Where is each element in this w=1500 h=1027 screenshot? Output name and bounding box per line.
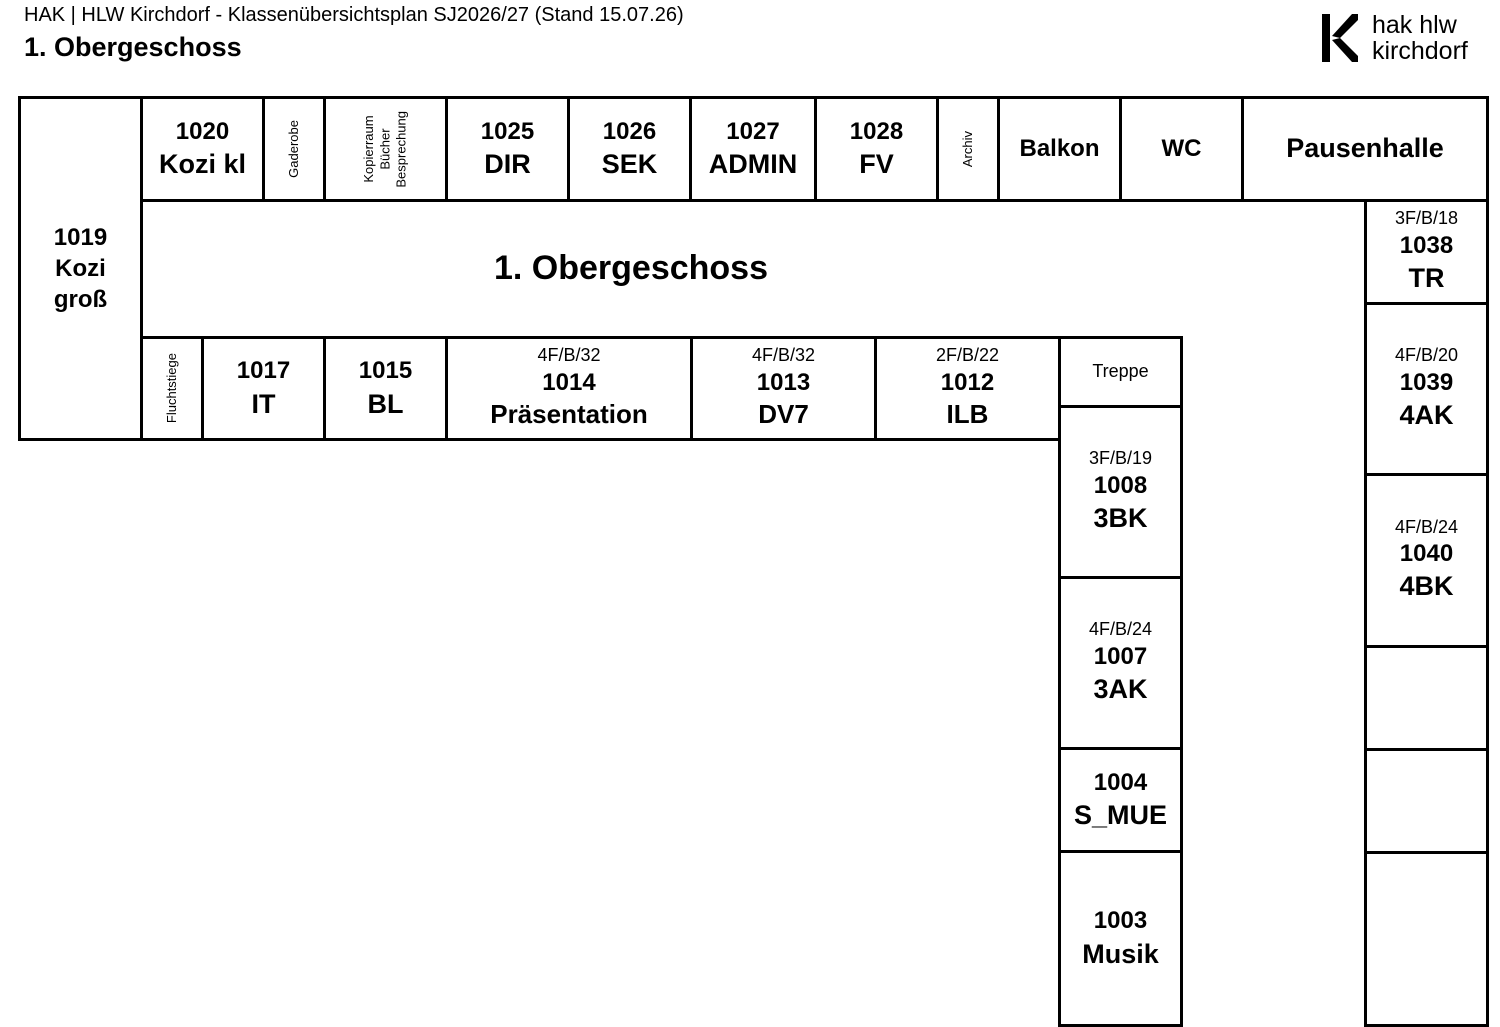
room-1008: 3F/B/19 1008 3BK	[1058, 405, 1183, 579]
room-1004: 1004 S_MUE	[1058, 747, 1183, 853]
room-name: DIR	[484, 149, 531, 180]
logo-line2: kirchdorf	[1372, 37, 1468, 65]
room-name: Kozi kl	[158, 149, 246, 180]
room-1040: 4F/B/24 1040 4BK	[1364, 473, 1489, 648]
room-1013: 4F/B/32 1013 DV7	[690, 336, 877, 441]
room-name: IT	[251, 388, 276, 419]
room-1019: 1019 Kozi groß	[18, 96, 143, 441]
room-name: ILB	[946, 398, 989, 429]
room-capacity: 3F/B/19	[1088, 448, 1153, 469]
room-number: 1020	[175, 117, 230, 145]
room-name: groß	[53, 286, 108, 314]
room-1020: 1020 Kozi kl	[140, 96, 265, 202]
room-label: Gaderobe	[285, 120, 301, 178]
room-1038: 3F/B/18 1038 TR	[1364, 199, 1489, 305]
room-number: 1004	[1093, 768, 1148, 796]
room-pausenhalle: Pausenhalle	[1241, 96, 1489, 202]
room-empty	[1364, 748, 1489, 854]
room-1025: 1025 DIR	[445, 96, 570, 202]
room-1017: 1017 IT	[201, 336, 326, 441]
room-label: Kopierraum Bücher Besprechung	[361, 110, 409, 188]
room-label: Treppe	[1092, 361, 1149, 382]
room-number: 1039	[1399, 368, 1454, 396]
room-label: Archiv	[959, 130, 975, 168]
room-name: TR	[1408, 262, 1445, 293]
room-name: Musik	[1082, 938, 1159, 969]
corridor-divider	[140, 199, 143, 339]
room-number: 1025	[480, 117, 535, 145]
room-gaderobe: Gaderobe	[262, 96, 326, 202]
room-name: BL	[367, 388, 404, 419]
room-1012: 2F/B/22 1012 ILB	[874, 336, 1061, 441]
room-1014: 4F/B/32 1014 Präsentation	[445, 336, 693, 441]
room-number: 1028	[849, 117, 904, 145]
room-capacity: 4F/B/32	[537, 345, 601, 366]
room-name: Kozi	[55, 254, 106, 282]
room-number: 1012	[940, 368, 995, 396]
room-label: Pausenhalle	[1286, 133, 1444, 164]
room-capacity: 4F/B/20	[1394, 345, 1459, 366]
room-1003: 1003 Musik	[1058, 850, 1183, 1027]
room-number: 1017	[236, 357, 291, 385]
room-name: DV7	[758, 398, 809, 429]
room-name: 4AK	[1399, 399, 1454, 430]
room-number: 1014	[542, 368, 596, 396]
room-name: Präsentation	[490, 398, 648, 429]
header-subtitle: HAK | HLW Kirchdorf - Klassenübersichtsp…	[24, 4, 684, 26]
room-archiv: Archiv	[936, 96, 1000, 202]
room-number: 1007	[1093, 642, 1148, 670]
room-number: 1019	[53, 223, 108, 251]
room-name: 3AK	[1093, 673, 1148, 704]
room-1027: 1027 ADMIN	[689, 96, 817, 202]
room-1026: 1026 SEK	[567, 96, 692, 202]
room-label: Balkon	[1019, 135, 1100, 163]
room-number: 1027	[726, 117, 780, 145]
room-name: 3BK	[1093, 502, 1148, 533]
room-name: 4BK	[1399, 571, 1454, 602]
room-capacity: 4F/B/24	[1088, 619, 1153, 640]
room-treppe: Treppe	[1058, 336, 1183, 408]
room-label: Fluchtstiege	[163, 353, 179, 424]
room-label: WC	[1161, 135, 1202, 163]
room-name: SEK	[601, 149, 658, 180]
room-1007: 4F/B/24 1007 3AK	[1058, 576, 1183, 750]
room-number: 1008	[1093, 471, 1148, 499]
room-1039: 4F/B/20 1039 4AK	[1364, 302, 1489, 476]
room-empty	[1364, 645, 1489, 751]
room-name: ADMIN	[708, 149, 798, 180]
room-name: FV	[859, 149, 894, 180]
room-kopierraum: Kopierraum Bücher Besprechung	[323, 96, 448, 202]
room-capacity: 4F/B/24	[1394, 516, 1459, 537]
room-number: 1003	[1093, 907, 1148, 935]
room-capacity: 3F/B/18	[1394, 208, 1459, 229]
room-1015: 1015 BL	[323, 336, 448, 441]
room-fluchtstiege: Fluchtstiege	[140, 336, 204, 441]
room-capacity: 2F/B/22	[935, 345, 1000, 366]
room-wc: WC	[1119, 96, 1244, 202]
room-name: S_MUE	[1073, 800, 1168, 831]
room-empty	[1364, 851, 1489, 1027]
logo-line1: hak hlw	[1372, 11, 1457, 39]
room-number: 1040	[1399, 540, 1454, 568]
corridor-label: 1. Obergeschoss	[493, 248, 768, 287]
room-number: 1026	[602, 117, 657, 145]
school-logo: hak hlw kirchdorf	[1322, 12, 1492, 64]
room-number: 1038	[1399, 231, 1454, 259]
room-capacity: 4F/B/32	[751, 345, 816, 366]
room-number: 1013	[756, 368, 811, 396]
room-balkon: Balkon	[997, 96, 1122, 202]
logo-k-icon	[1322, 14, 1358, 62]
room-1028: 1028 FV	[814, 96, 939, 202]
room-number: 1015	[358, 357, 413, 385]
page-title: 1. Obergeschoss	[24, 32, 242, 62]
